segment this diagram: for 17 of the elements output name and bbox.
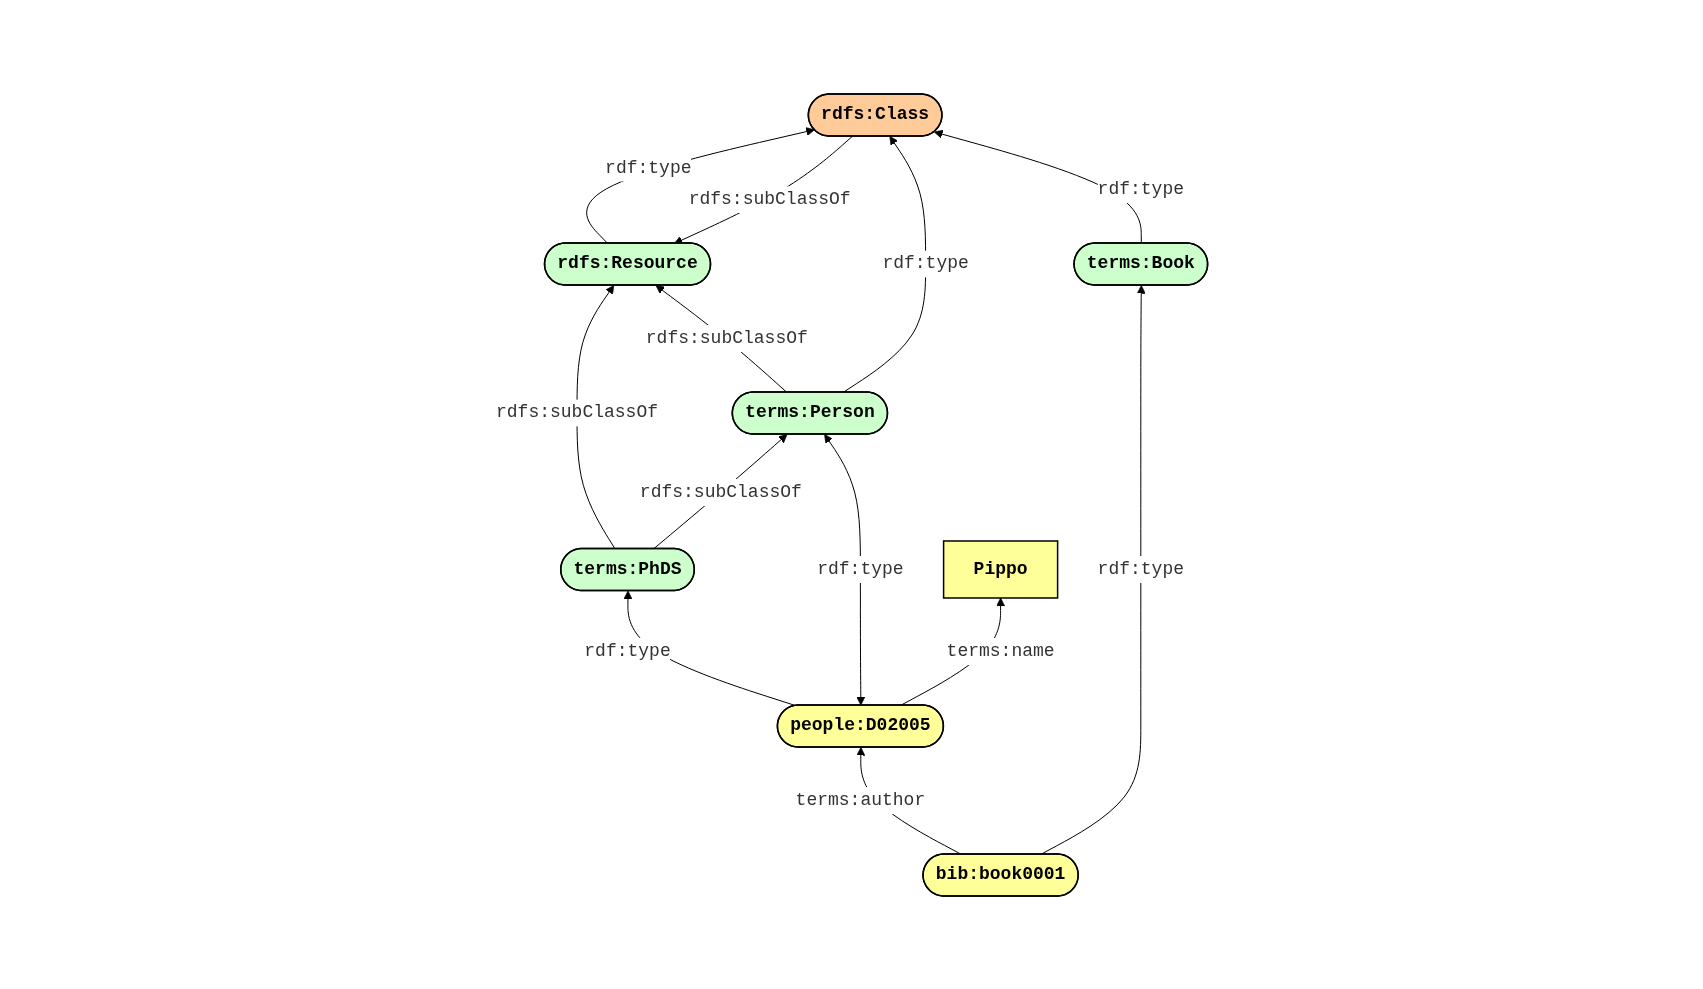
edge-label: rdf:type — [1097, 178, 1184, 199]
edge-label: terms:name — [946, 640, 1055, 661]
edge-label: rdfs:subClassOf — [639, 481, 802, 502]
edge-label: rdf:type — [604, 157, 692, 178]
edge-label: rdfs:subClassOf — [688, 188, 851, 209]
edge-label: terms:author — [795, 789, 925, 810]
arrow — [576, 284, 616, 549]
arrow — [673, 135, 853, 244]
arrow — [585, 126, 815, 244]
edge-label: rdfs:subClassOf — [645, 327, 808, 348]
arrow — [823, 433, 865, 705]
edge-label: rdf:type — [1097, 558, 1184, 579]
edge-label: rdf:type — [882, 253, 969, 273]
edge-label: rdfs:subClassOf — [495, 401, 658, 422]
node-box: Pippo — [942, 539, 1059, 599]
edge-label: rdf:type — [816, 558, 904, 579]
edge-label: rdf:type — [584, 640, 671, 661]
